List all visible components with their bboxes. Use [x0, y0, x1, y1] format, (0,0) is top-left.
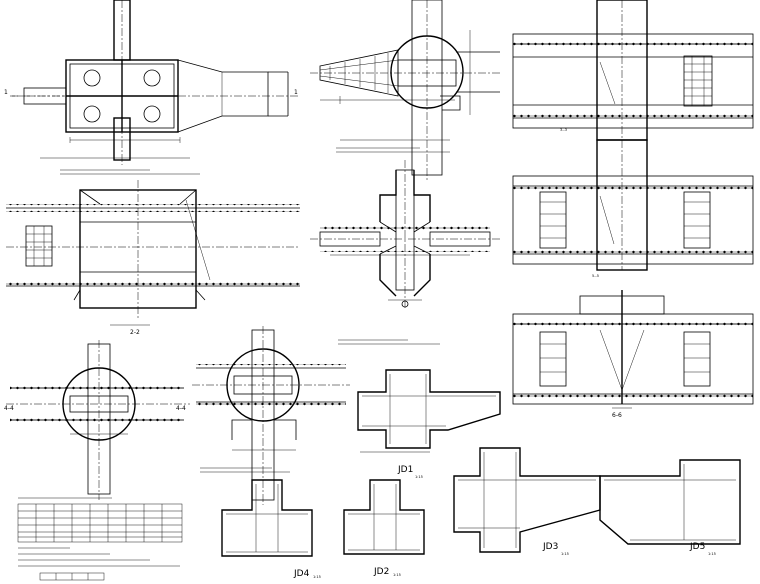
view-column-base-plan: 1 1: [4, 0, 300, 165]
detail-jd2: JD2 1:15: [343, 479, 425, 577]
view-title-strokes: [60, 147, 450, 473]
view-circular-joint-left: 4-4 4-4: [4, 340, 190, 500]
section-4-4-right-marker: 4-4: [176, 405, 186, 412]
jd1-scale: 1:15: [415, 475, 423, 479]
jd5-scale: 1:15: [708, 552, 716, 556]
view-beam-column-joint-top: [310, 0, 500, 180]
jd2-label: JD2: [373, 567, 389, 577]
view-section-6-6: 6-6: [512, 290, 754, 419]
detail-jd5: JD5 1:15: [599, 459, 741, 556]
section-3-3-caption: 3--3: [560, 128, 567, 132]
detail-jd4: JD4 1:15: [221, 479, 321, 579]
section-6-6-caption: 6-6: [612, 412, 622, 419]
view-section-5-5: 5--5: [512, 139, 754, 278]
svg-text:1: 1: [4, 89, 8, 96]
jd1-label: JD1: [397, 465, 413, 475]
detail-jd1: JD1 1:15: [357, 369, 501, 479]
view-schedule-table: [17, 497, 183, 581]
view-section-2-2: 2-2: [6, 180, 300, 336]
detail-jd3: JD3 1:15: [453, 447, 601, 556]
view-cruciform-joint: [310, 160, 500, 310]
jd4-scale: 1:15: [313, 575, 321, 579]
jd3-scale: 1:15: [561, 552, 569, 556]
jd3-label: JD3: [542, 542, 558, 552]
section-2-2-caption: 2-2: [130, 329, 140, 336]
view-section-3-3: 3--3: [512, 0, 754, 141]
jd5-label: JD5: [689, 542, 705, 552]
jd2-scale: 1:15: [393, 573, 401, 577]
svg-text:1: 1: [294, 89, 298, 96]
jd4-label: JD4: [293, 569, 310, 579]
section-4-4-left-marker: 4-4: [4, 405, 14, 412]
view-circular-joint-center: [192, 326, 350, 505]
section-5-5-caption: 5--5: [592, 274, 599, 278]
